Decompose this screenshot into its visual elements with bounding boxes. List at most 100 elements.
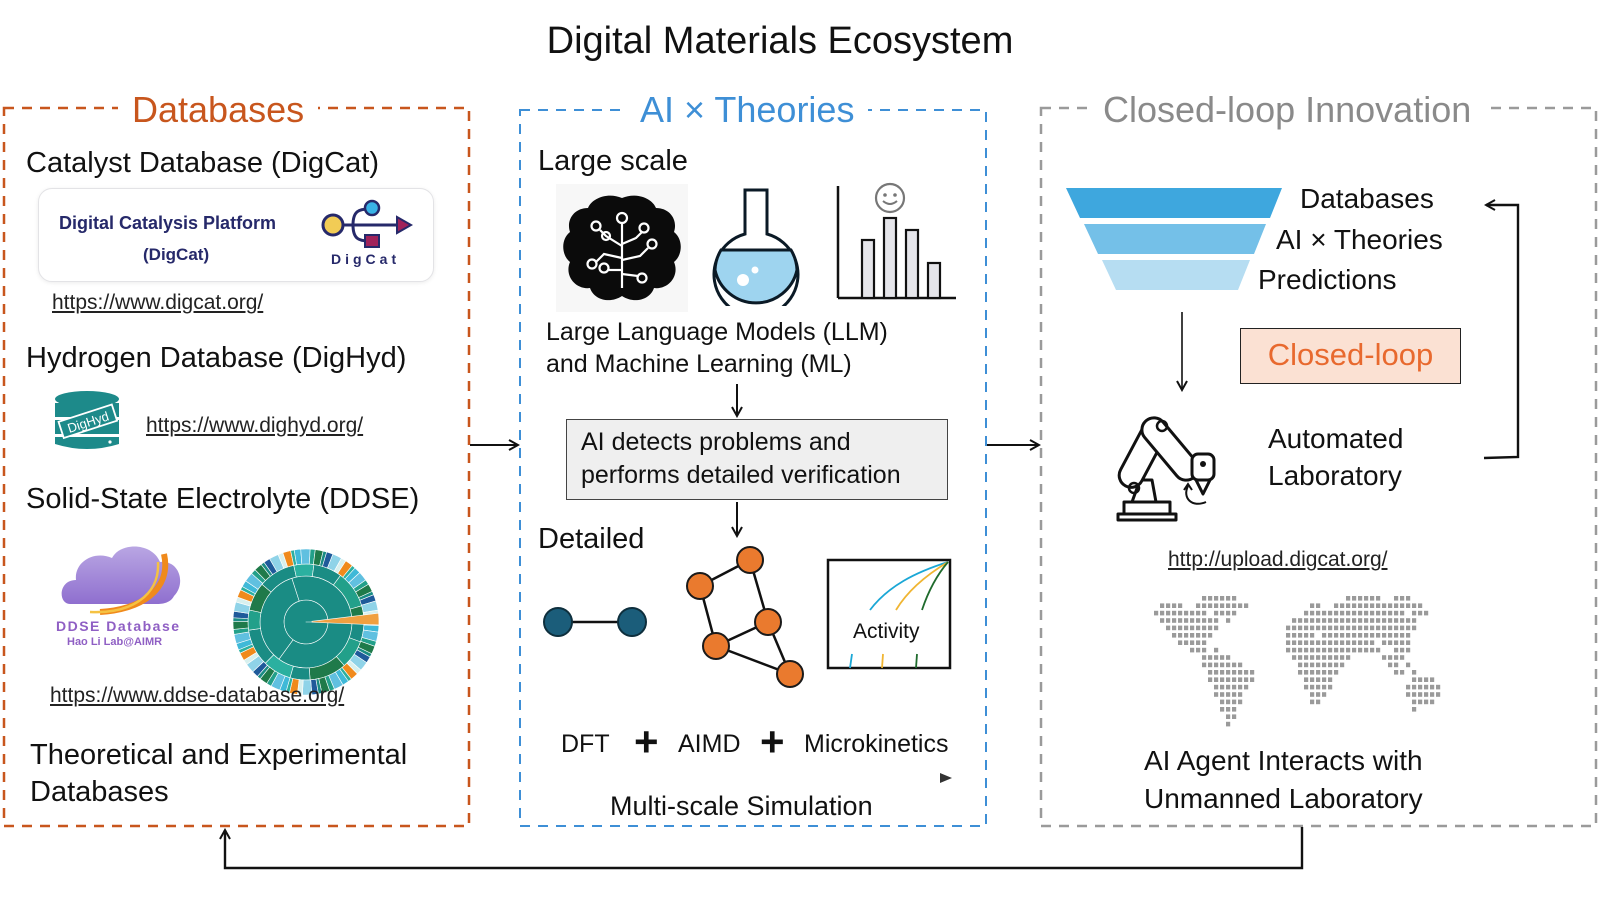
map-dot: [1244, 684, 1249, 690]
map-dot: [1364, 610, 1369, 616]
map-dot: [1340, 610, 1345, 616]
map-dot: [1202, 662, 1207, 668]
map-dot: [1304, 618, 1309, 623]
map-dot: [1310, 684, 1315, 690]
return-to-databases-arrow: [225, 827, 1304, 870]
sunburst-ring-2: [293, 563, 315, 578]
map-dot: [1340, 633, 1345, 638]
map-dot: [1316, 692, 1321, 697]
map-dot: [1400, 618, 1405, 623]
map-dot: [1394, 655, 1399, 660]
map-dot: [1304, 655, 1309, 660]
digcat-card-line2: (DigCat): [143, 245, 210, 264]
map-dot: [1430, 699, 1435, 705]
map-dot: [1292, 647, 1297, 653]
map-dot: [1394, 633, 1399, 638]
map-dot: [1310, 677, 1315, 682]
map-dot: [1286, 625, 1291, 631]
map-dot: [1202, 640, 1207, 645]
ddse-logo-line2: Hao Li Lab@AIMR: [67, 636, 163, 648]
map-dot: [1160, 610, 1165, 616]
map-dot: [1190, 610, 1195, 616]
map-dot: [1436, 684, 1441, 690]
map-dot: [1316, 670, 1321, 675]
map-dot: [1388, 662, 1393, 668]
map-dot: [1298, 662, 1303, 668]
map-dot: [1364, 647, 1369, 653]
map-dot: [1352, 596, 1357, 601]
map-dot: [1304, 610, 1309, 616]
map-dot: [1238, 603, 1243, 608]
map-dot: [1208, 655, 1213, 660]
map-dot: [1400, 625, 1405, 631]
brain-network-icon: [556, 184, 688, 312]
map-dot: [1310, 633, 1315, 638]
map-dot: [1322, 647, 1327, 653]
map-dot: [1364, 596, 1369, 601]
map-dot: [1388, 603, 1393, 608]
map-dot: [1370, 625, 1375, 631]
map-dot: [1412, 692, 1417, 697]
map-dot: [1310, 699, 1315, 705]
ddse-sunburst-chart: [232, 548, 380, 696]
map-dot: [1334, 625, 1339, 631]
map-dot: [1412, 707, 1417, 712]
llm-text-line2: and Machine Learning (ML): [546, 350, 852, 378]
map-dot: [1412, 670, 1417, 675]
map-dot: [1328, 670, 1333, 675]
funnel-level-predictions: Predictions: [1258, 264, 1397, 295]
map-dot: [1418, 603, 1423, 608]
map-dot: [1310, 610, 1315, 616]
map-dot: [1220, 596, 1225, 601]
map-dot: [1214, 677, 1219, 682]
map-dot: [1232, 670, 1237, 675]
map-dot: [1358, 610, 1363, 616]
map-dot: [1226, 707, 1231, 712]
map-dot: [1196, 625, 1201, 631]
map-dot: [1304, 640, 1309, 645]
molecular-graph-icon: [686, 546, 804, 688]
funnel-level-databases: Databases: [1300, 183, 1434, 214]
map-dot: [1328, 618, 1333, 623]
flask-icon: [712, 188, 800, 306]
digcat-url-link[interactable]: https://www.digcat.org/: [52, 291, 264, 314]
map-dot: [1322, 670, 1327, 675]
upload-url-link[interactable]: http://upload.digcat.org/: [1168, 548, 1388, 571]
map-dot: [1358, 640, 1363, 645]
dighyd-database-icon: DigHyd: [55, 391, 119, 449]
robot-arm-icon: [1116, 416, 1216, 522]
map-dot: [1382, 640, 1387, 645]
map-dot: [1394, 640, 1399, 645]
ai-theories-heading: AI × Theories: [626, 90, 869, 130]
dighyd-url-link[interactable]: https://www.dighyd.org/: [146, 414, 364, 437]
map-dot: [1166, 618, 1171, 623]
map-dot: [1226, 662, 1231, 668]
map-dot: [1208, 633, 1213, 638]
sunburst-ring-2: [247, 609, 262, 631]
digcat-platform-card[interactable]: Digital Catalysis Platform (DigCat) DigC…: [38, 188, 434, 282]
map-dot: [1226, 655, 1231, 660]
plus-icon: +: [634, 718, 659, 765]
map-dot: [1226, 714, 1231, 719]
map-dot: [1334, 633, 1339, 638]
map-dot: [1196, 603, 1201, 608]
activity-label: Activity: [853, 620, 920, 643]
funnel-level-ai-theories: AI × Theories: [1276, 224, 1443, 255]
map-dot: [1316, 610, 1321, 616]
map-dot: [1418, 699, 1423, 705]
map-dot: [1316, 625, 1321, 631]
map-dot: [1346, 640, 1351, 645]
ddse-title: Solid-State Electrolyte (DDSE): [26, 483, 420, 515]
map-dot: [1364, 618, 1369, 623]
map-dot: [1208, 662, 1213, 668]
map-dot: [1358, 618, 1363, 623]
method-aimd: AIMD: [678, 730, 741, 758]
map-dot: [1424, 699, 1429, 705]
map-dot: [1334, 618, 1339, 623]
map-dot: [1394, 603, 1399, 608]
map-dot: [1382, 625, 1387, 631]
map-dot: [1184, 625, 1189, 631]
map-dot: [1166, 610, 1171, 616]
map-dot: [1382, 633, 1387, 638]
ddse-url-link[interactable]: https://www.ddse-database.org/: [50, 684, 345, 707]
